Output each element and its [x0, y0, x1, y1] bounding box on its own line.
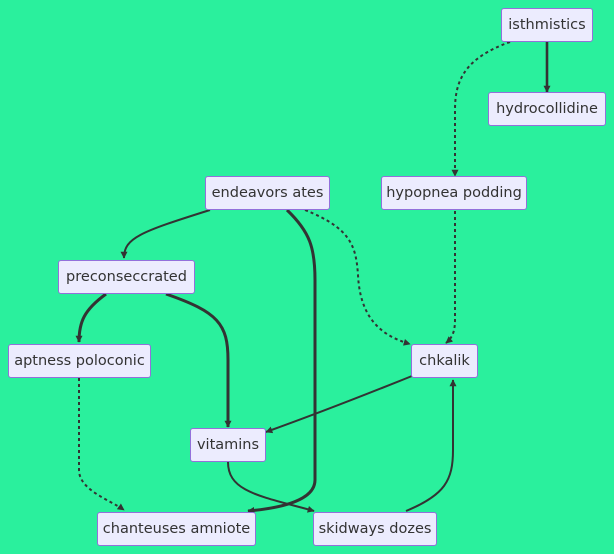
- node-vitamins[interactable]: vitamins: [190, 428, 266, 462]
- node-aptness-poloconic[interactable]: aptness poloconic: [8, 344, 151, 378]
- edge-isthmistics-hypopnea-podding: [451, 41, 511, 177]
- edge-aptness-poloconic-chanteuses-amniote: [78, 378, 125, 511]
- node-preconseccrated[interactable]: preconseccrated: [58, 260, 195, 294]
- node-endeavors-ates[interactable]: endeavors ates: [205, 176, 330, 210]
- node-chanteuses-amniote[interactable]: chanteuses amniote: [97, 512, 256, 546]
- edge-preconseccrated-vitamins: [165, 292, 232, 428]
- edge-endeavors-ates-chanteuses-amniote: [247, 208, 317, 514]
- edge-endeavors-ates-preconseccrated: [120, 209, 211, 259]
- edge-chkalik-vitamins: [265, 375, 413, 434]
- edge-hypopnea-podding-chkalik: [445, 211, 456, 344]
- edge-endeavors-ates-chkalik: [304, 209, 411, 346]
- node-chkalik[interactable]: chkalik: [411, 344, 478, 378]
- edge-preconseccrated-aptness-poloconic: [75, 292, 107, 343]
- node-skidways-dozes[interactable]: skidways dozes: [313, 512, 437, 546]
- edge-skidways-dozes-chkalik: [405, 379, 457, 512]
- edge-vitamins-skidways-dozes: [227, 461, 315, 513]
- node-hydrocollidine[interactable]: hydrocollidine: [488, 92, 606, 126]
- node-isthmistics[interactable]: isthmistics: [501, 8, 593, 42]
- node-hypopnea-podding[interactable]: hypopnea podding: [381, 176, 527, 210]
